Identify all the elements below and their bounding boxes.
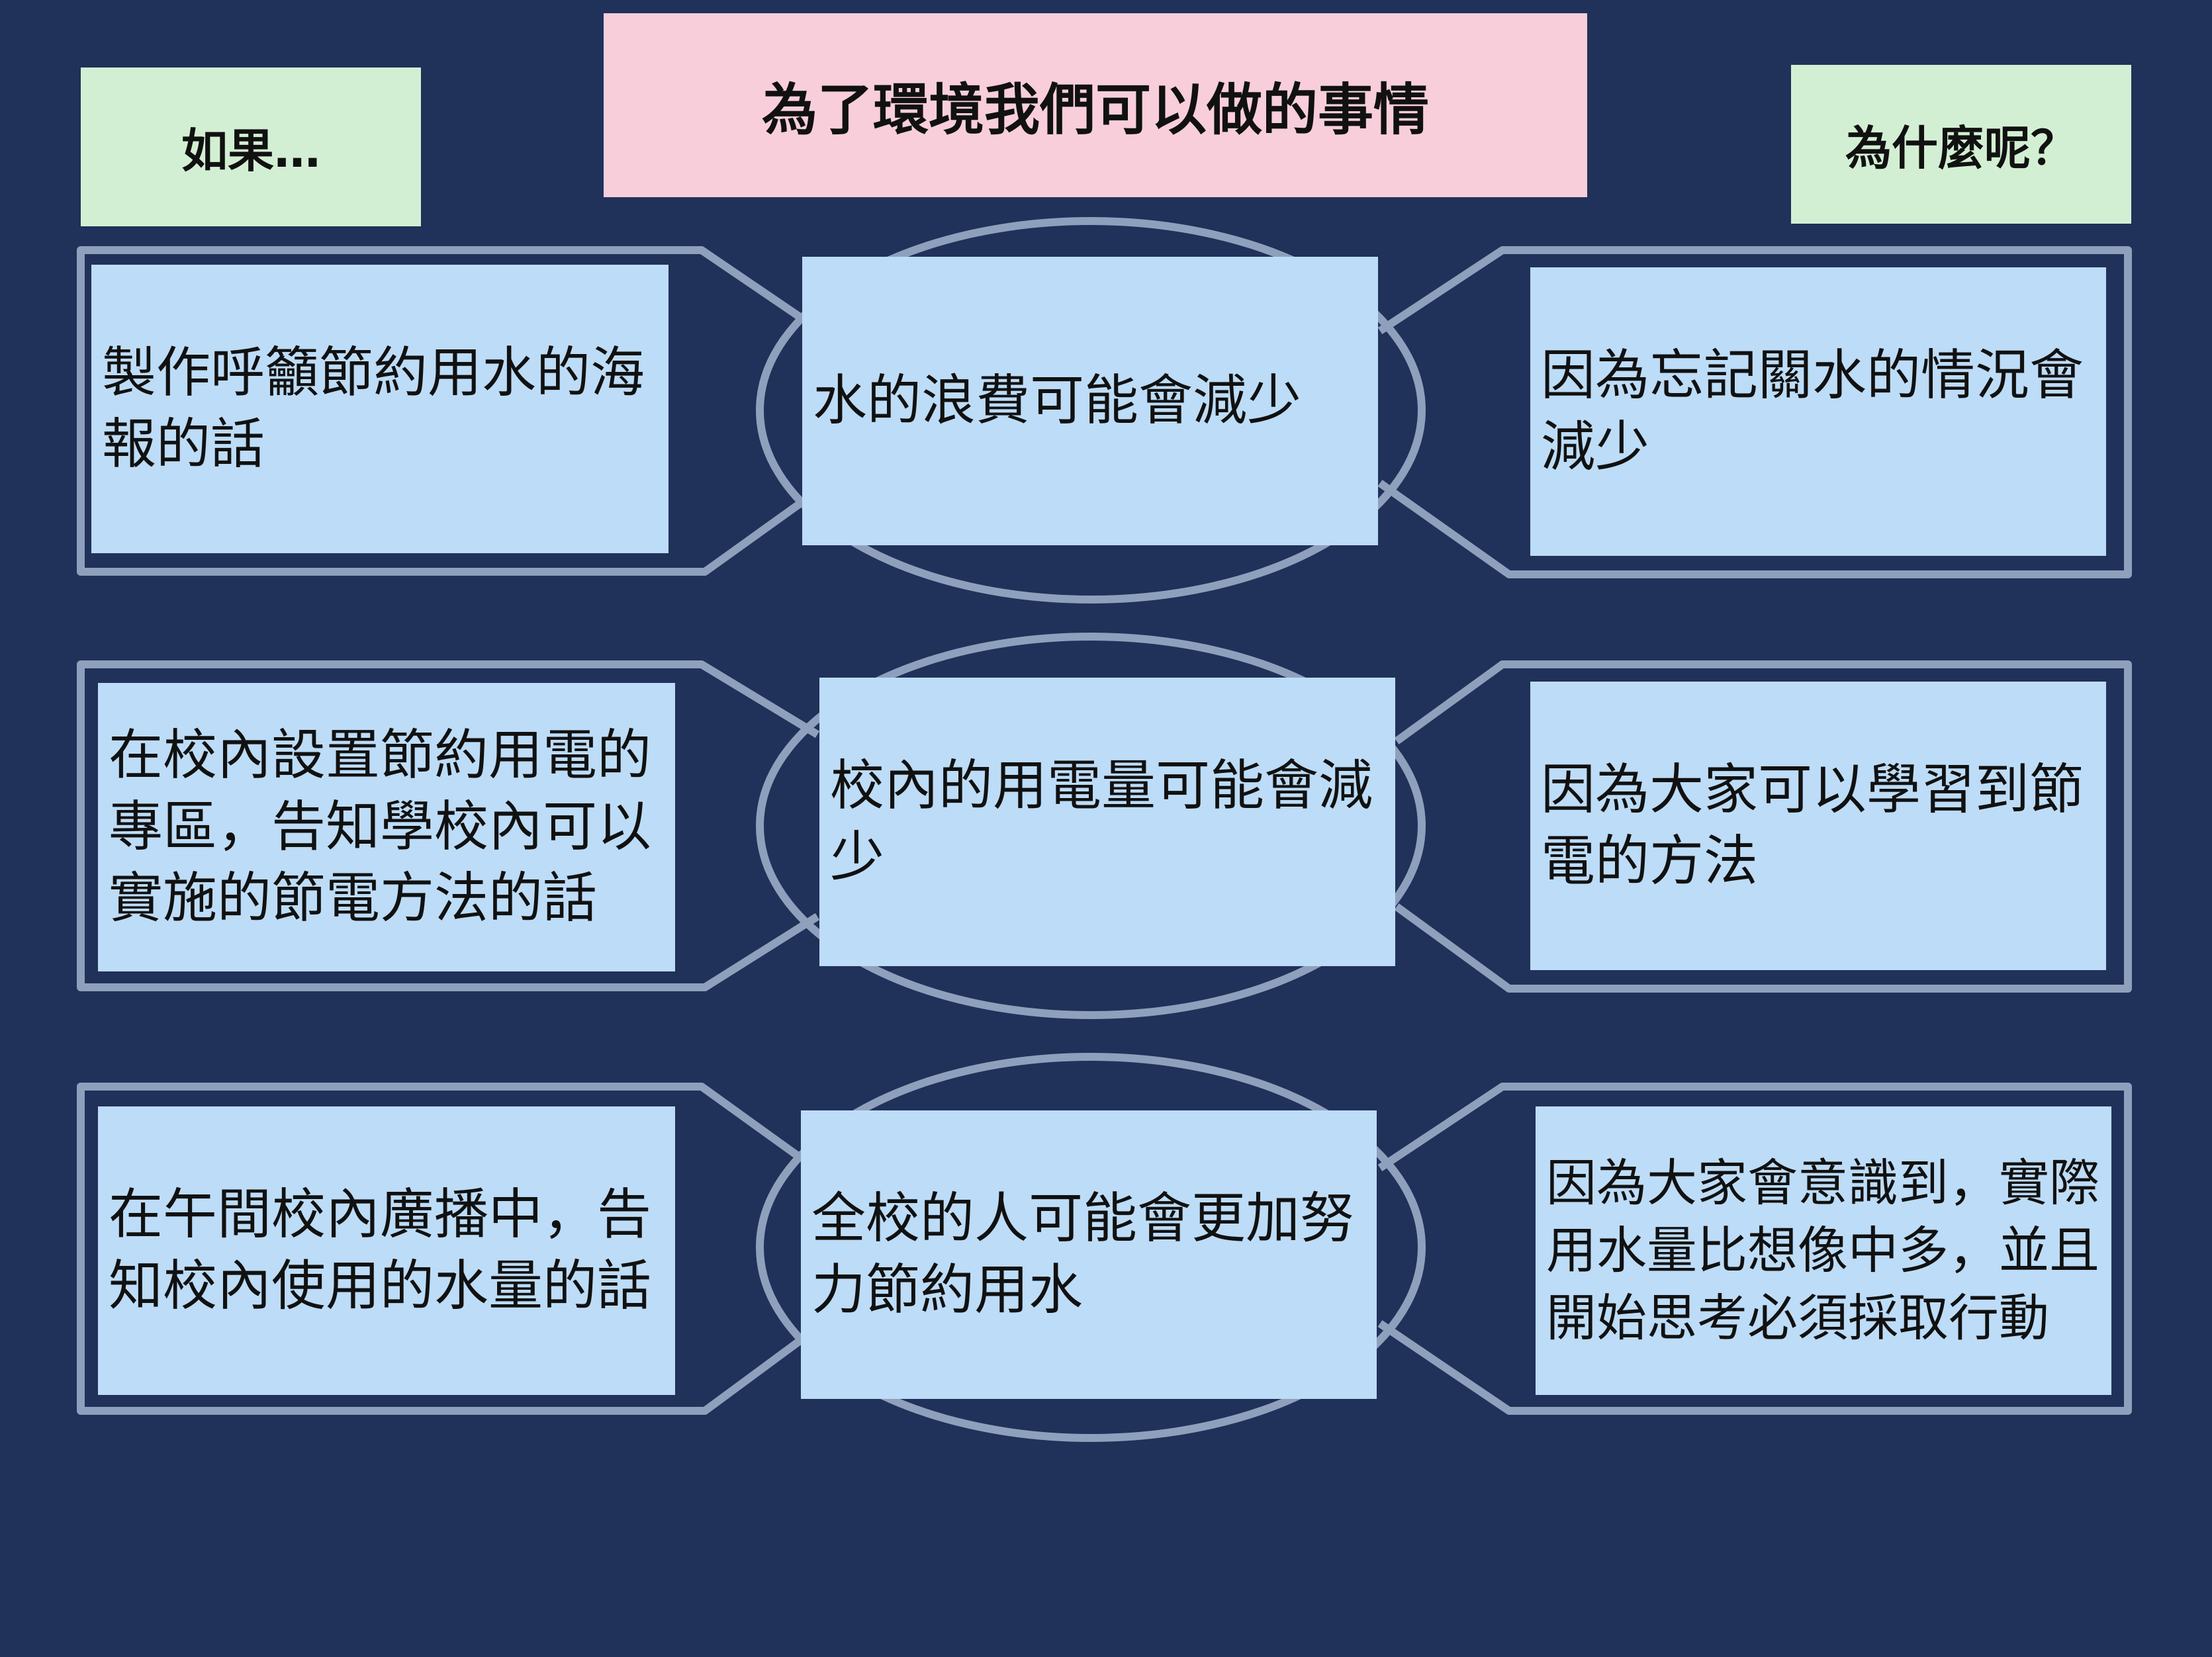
row-3-result-text: 全校的人可能會更加努力節約用水 [811, 1187, 1355, 1321]
row-1-right-frame [1377, 246, 2132, 578]
diagram-title-text: 為了環境我們可以做的事情 [761, 77, 1429, 142]
row-1-result-cell: 水的浪費可能會減少 [802, 257, 1378, 545]
row-1-if-text: 製作呼籲節約用水的海報的話 [102, 341, 645, 476]
row-2-if-cell: 在校內設置節約用電的專區，告知學校內可以實施的節電方法的話 [98, 683, 675, 971]
row-2-right-frame [1394, 660, 2132, 993]
if-column-header: 如果… [81, 67, 421, 226]
row-3-result-ellipse [756, 1053, 1426, 1442]
row-2-why-text: 因為大家可以學習到節電的方法 [1541, 758, 2084, 893]
row-2-result-cell: 校內的用電量可能會減少 [819, 678, 1395, 966]
row-3-why-text: 因為大家會意識到，實際用水量比想像中多，並且開始思考必須採取行動 [1546, 1153, 2099, 1347]
row-3-why-cell: 因為大家會意識到，實際用水量比想像中多，並且開始思考必須採取行動 [1536, 1106, 2111, 1395]
row-1-result-text: 水的浪費可能會減少 [813, 369, 1302, 432]
diagram-title: 為了環境我們可以做的事情 [604, 13, 1587, 197]
row-3-if-cell: 在午間校內廣播中，告知校內使用的水量的話 [98, 1106, 675, 1395]
row-3-if-text: 在午間校內廣播中，告知校內使用的水量的話 [109, 1183, 652, 1318]
row-2-left-frame [77, 660, 820, 991]
row-3-left-frame [77, 1083, 804, 1415]
row-1-why-cell: 因為忘記關水的情況會減少 [1530, 267, 2106, 556]
row-2-if-text: 在校內設置節約用電的專區，告知學校內可以實施的節電方法的話 [109, 723, 652, 930]
if-column-header-text: 如果… [181, 123, 320, 178]
row-1-why-text: 因為忘記關水的情況會減少 [1541, 343, 2084, 478]
row-2-why-cell: 因為大家可以學習到節電的方法 [1530, 682, 2106, 970]
row-3-result-cell: 全校的人可能會更加努力節約用水 [801, 1110, 1377, 1399]
row-2-result-ellipse [756, 633, 1426, 1019]
why-column-header: 為什麼呢？ [1791, 65, 2131, 224]
row-3-right-frame [1377, 1083, 2132, 1415]
row-1-result-ellipse [756, 217, 1426, 604]
row-1-left-frame [77, 246, 804, 576]
row-1-if-cell: 製作呼籲節約用水的海報的話 [91, 265, 668, 553]
row-2-result-text: 校內的用電量可能會減少 [830, 754, 1373, 889]
why-column-header-text: 為什麼呢？ [1845, 120, 2077, 175]
